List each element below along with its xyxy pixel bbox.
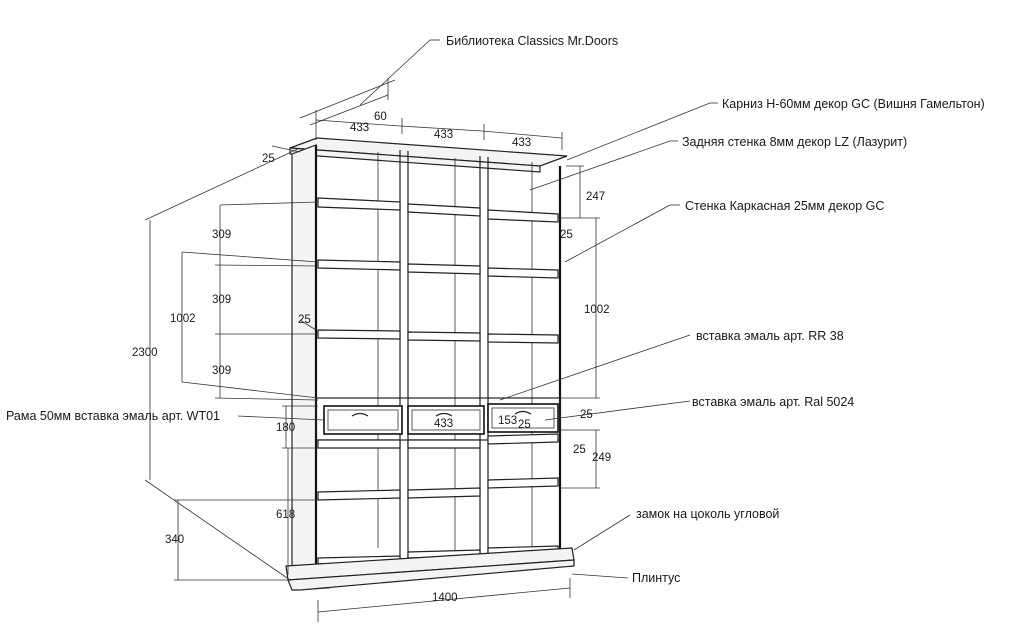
shelf	[487, 477, 559, 489]
dim-25-cornice: 25	[262, 153, 275, 165]
shelf	[317, 197, 401, 211]
bookcase	[285, 137, 575, 591]
drawer-right[interactable]	[487, 403, 559, 433]
plinth-label: Плинтус	[632, 571, 680, 585]
drawer-middle-inner	[411, 409, 481, 431]
shelf	[487, 433, 559, 445]
shelf	[317, 489, 401, 501]
insert-ral5024-label: вставка эмаль арт. Ral 5024	[692, 395, 854, 409]
leader-lines	[237, 102, 718, 579]
dim-1002-right: 1002	[584, 304, 610, 316]
left-side-wall	[291, 144, 317, 581]
plinth-line	[299, 587, 331, 591]
drawer-left-inner	[327, 409, 399, 431]
shelf	[317, 259, 401, 271]
dim-309-c: 309	[212, 365, 231, 377]
drawer-handle-icon	[514, 410, 532, 415]
cornice-front	[289, 147, 541, 173]
dimension-values: 60 433 433 433 25 247 25 309 309 309 100…	[132, 111, 611, 604]
plinth-base-front	[287, 559, 575, 591]
dim-180: 180	[276, 422, 295, 434]
dim-1400: 1400	[432, 592, 458, 604]
drawer-right-inner	[491, 407, 555, 429]
shelf	[407, 203, 481, 217]
drawer-handle-icon	[351, 412, 369, 417]
back-wall-label: Задняя стенка 8мм декор LZ (Лазурит)	[682, 135, 907, 149]
dim-433-drawer: 433	[434, 418, 453, 430]
dim-309-b: 309	[212, 294, 231, 306]
shelf	[317, 439, 401, 449]
dim-433-left: 433	[350, 122, 369, 134]
dim-618: 618	[276, 509, 295, 521]
shelf	[407, 487, 481, 499]
plinth-lock-label: замок на цоколь угловой	[636, 507, 779, 521]
dim-60: 60	[374, 111, 387, 123]
dim-25-lower: 25	[573, 444, 586, 456]
shelf	[487, 267, 559, 279]
dim-25-side: 25	[560, 229, 573, 241]
callout-labels: Библиотека Classics Mr.Doors Карниз Н-60…	[6, 34, 985, 585]
shelf	[407, 439, 481, 449]
title-label: Библиотека Classics Mr.Doors	[446, 34, 618, 48]
shelf	[407, 263, 481, 275]
dim-25-drawer-side: 25	[580, 409, 593, 421]
dim-25-drawer: 25	[518, 419, 531, 431]
dim-2300: 2300	[132, 347, 158, 359]
frame-wt01-label: Рама 50мм вставка эмаль арт. WT01	[6, 409, 220, 423]
drawer-handle-icon	[435, 412, 453, 417]
dim-247: 247	[586, 191, 605, 203]
cornice-label: Карниз Н-60мм декор GC (Вишня Гамельтон)	[722, 97, 985, 111]
drawer-middle[interactable]	[407, 405, 485, 435]
dim-433-right: 433	[512, 137, 531, 149]
dim-25-mid: 25	[298, 314, 311, 326]
dim-433-mid: 433	[434, 129, 453, 141]
shelf	[317, 329, 401, 340]
shelf	[487, 209, 559, 223]
dimension-lines	[144, 39, 600, 622]
insert-rr38-label: вставка эмаль арт. RR 38	[696, 329, 844, 343]
dim-309-a: 309	[212, 229, 231, 241]
dim-1002-left: 1002	[170, 313, 196, 325]
dim-340: 340	[165, 534, 184, 546]
shelf	[487, 333, 559, 344]
dim-153: 153	[498, 415, 517, 427]
shelf	[407, 331, 481, 342]
frame-wall-label: Стенка Каркасная 25мм декор GC	[685, 199, 884, 213]
dim-249: 249	[592, 452, 611, 464]
